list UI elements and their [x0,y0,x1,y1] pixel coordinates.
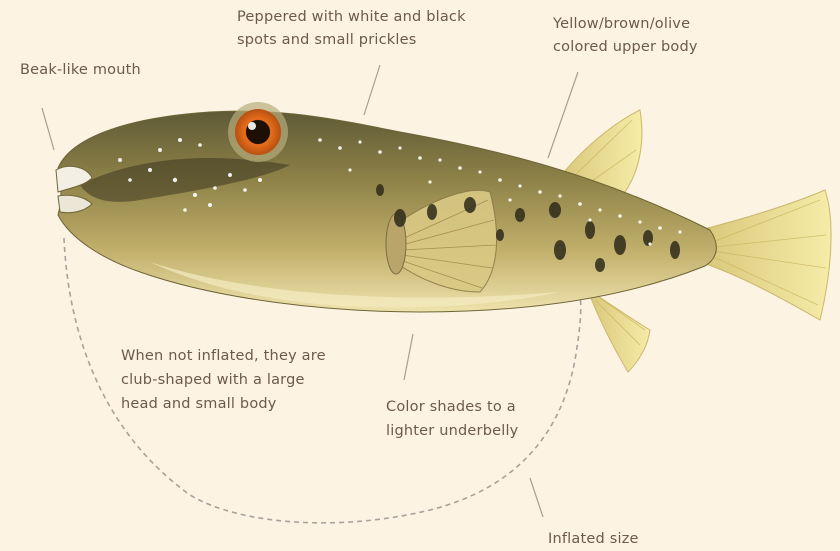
label-underbelly-line-2: lighter underbelly [386,420,518,443]
leader-line-beak [42,108,54,150]
label-peppered-spots-line-1: Peppered with white and black [237,6,466,29]
label-club-shaped-line-1: When not inflated, they are [121,345,326,368]
label-underbelly-line-1: Color shades to a [386,396,516,419]
eye [228,102,288,162]
label-upper-body-line-1: Yellow/brown/olive [553,13,690,36]
leader-line-inflated [530,478,543,517]
label-club-shaped-line-3: head and small body [121,393,277,416]
label-beak-like-mouth: Beak-like mouth [20,59,141,82]
label-upper-body-line-2: colored upper body [553,36,698,59]
label-club-shaped-line-2: club-shaped with a large [121,369,305,392]
label-peppered-spots-line-2: spots and small prickles [237,29,416,52]
tail-fin [700,190,831,320]
label-inflated-size: Inflated size [548,528,639,551]
leader-line-spots [364,65,380,115]
leader-line-underbelly [404,334,413,380]
leader-line-upper-body [548,72,578,158]
